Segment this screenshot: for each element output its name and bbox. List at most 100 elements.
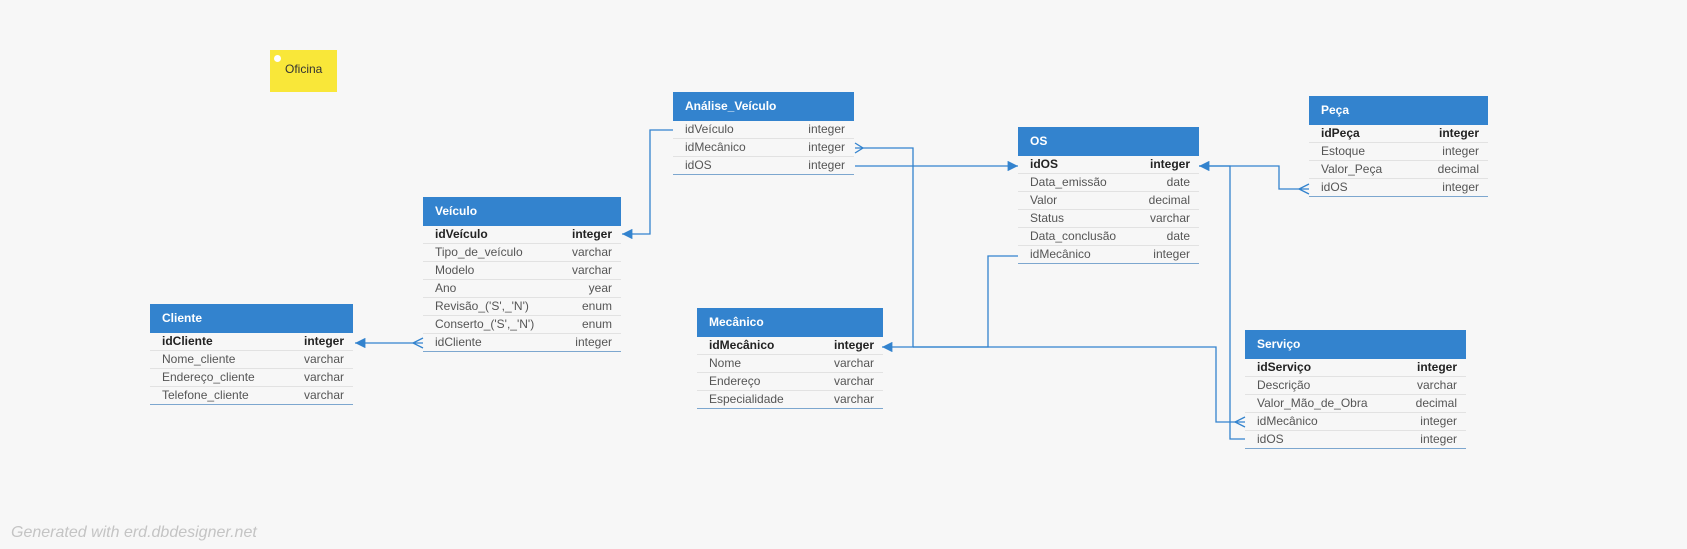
- column-name: idServiço: [1257, 360, 1312, 374]
- column-row[interactable]: Conserto_('S',_'N') enum: [423, 316, 621, 334]
- column-type: enum: [581, 317, 612, 331]
- column-name: idOS: [1030, 157, 1059, 171]
- primary-key-row[interactable]: idPeça integer: [1309, 125, 1488, 143]
- column-row[interactable]: idMecânico integer: [1018, 246, 1199, 264]
- column-name: Nome: [709, 356, 742, 370]
- column-name: Valor_Peça: [1321, 162, 1383, 176]
- column-name: Endereço: [709, 374, 761, 388]
- column-row[interactable]: Endereço varchar: [697, 373, 883, 391]
- column-name: idVeículo: [435, 227, 488, 241]
- column-type: decimal: [1148, 193, 1190, 207]
- link-servico-os[interactable]: [1199, 160, 1245, 440]
- entity-title[interactable]: Mecânico: [697, 308, 883, 337]
- column-name: Conserto_('S',_'N'): [435, 317, 535, 331]
- column-row[interactable]: Nome varchar: [697, 355, 883, 373]
- column-name: idMecânico: [685, 140, 746, 154]
- crowfoot-icon: [1297, 183, 1310, 195]
- column-name: Data_conclusão: [1030, 229, 1117, 243]
- link-os-mecanico[interactable]: [913, 255, 1018, 348]
- column-row[interactable]: Especialidade varchar: [697, 391, 883, 409]
- column-type: varchar: [303, 370, 344, 384]
- column-type: varchar: [571, 245, 612, 259]
- column-row[interactable]: Modelo varchar: [423, 262, 621, 280]
- column-type: varchar: [1416, 378, 1457, 392]
- column-name: idPeça: [1321, 126, 1360, 140]
- column-row[interactable]: Data_conclusão date: [1018, 228, 1199, 246]
- column-row[interactable]: Valor_Peça decimal: [1309, 161, 1488, 179]
- column-type: integer: [1442, 144, 1479, 158]
- link-servico-mecanico[interactable]: [913, 346, 1245, 423]
- entity-title[interactable]: Serviço: [1245, 330, 1466, 359]
- column-name: idMecânico: [1030, 247, 1091, 261]
- column-type: enum: [581, 299, 612, 313]
- pin-icon: [274, 55, 281, 62]
- column-type: varchar: [571, 263, 612, 277]
- column-type: integer: [1149, 157, 1190, 171]
- column-type: integer: [1153, 247, 1190, 261]
- column-name: idCliente: [435, 335, 482, 349]
- column-type: decimal: [1437, 162, 1479, 176]
- entity-title[interactable]: Veículo: [423, 197, 621, 226]
- column-row[interactable]: Valor_Mão_de_Obra decimal: [1245, 395, 1466, 413]
- column-type: integer: [303, 334, 344, 348]
- sticky-note[interactable]: Oficina: [270, 50, 337, 92]
- crowfoot-icon: [411, 337, 424, 349]
- column-type: varchar: [303, 352, 344, 366]
- column-type: integer: [833, 338, 874, 352]
- entity-title[interactable]: Análise_Veículo: [673, 92, 854, 121]
- link-peca-os[interactable]: [1199, 165, 1309, 190]
- column-name: Telefone_cliente: [162, 388, 249, 402]
- column-type: varchar: [1149, 211, 1190, 225]
- column-name: Especialidade: [709, 392, 784, 406]
- column-type: integer: [1438, 126, 1479, 140]
- entity-title[interactable]: OS: [1018, 127, 1199, 156]
- column-type: integer: [808, 122, 845, 136]
- column-type: decimal: [1415, 396, 1457, 410]
- column-type: year: [588, 281, 612, 295]
- link-analise-veiculo[interactable]: [622, 129, 673, 240]
- column-name: Valor_Mão_de_Obra: [1257, 396, 1368, 410]
- column-type: varchar: [833, 356, 874, 370]
- column-name: Revisão_('S',_'N'): [435, 299, 529, 313]
- entity-title[interactable]: Peça: [1309, 96, 1488, 125]
- column-name: Data_emissão: [1030, 175, 1107, 189]
- column-type: date: [1166, 229, 1190, 243]
- column-type: integer: [808, 158, 845, 172]
- column-type: varchar: [833, 392, 874, 406]
- primary-key-row[interactable]: idOS integer: [1018, 156, 1199, 174]
- column-name: idOS: [1257, 432, 1284, 446]
- column-name: Modelo: [435, 263, 475, 277]
- column-type: varchar: [833, 374, 874, 388]
- column-name: idOS: [1321, 180, 1348, 194]
- column-row[interactable]: Revisão_('S',_'N') enum: [423, 298, 621, 316]
- entity-title[interactable]: Cliente: [150, 304, 353, 333]
